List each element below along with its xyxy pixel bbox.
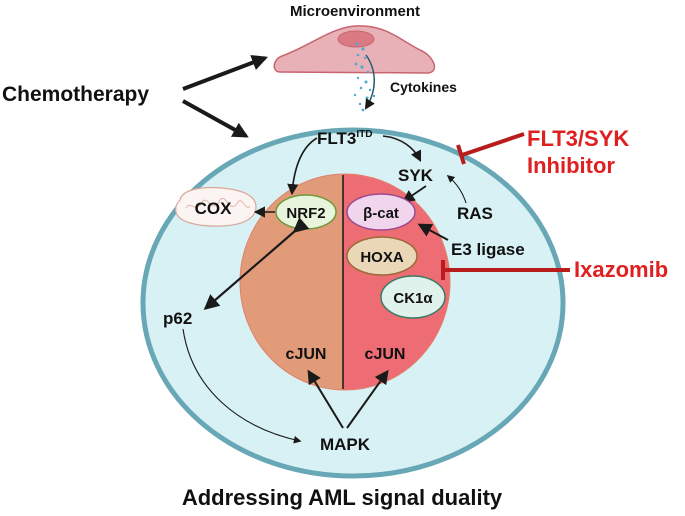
bcat-label: β-cat — [363, 205, 399, 222]
nrf2-label: NRF2 — [286, 205, 325, 222]
ras-label: RAS — [457, 204, 493, 223]
cjun-left-label: cJUN — [286, 346, 327, 363]
flt3-syk-inhibition-line — [461, 132, 525, 157]
nrf2-p62-bidirectional-arrow — [203, 217, 310, 311]
flt3-to-syk-arrow — [382, 135, 422, 163]
mapk-to-cjun-right-arrow — [346, 369, 389, 429]
chemotherapy-label: Chemotherapy — [2, 83, 149, 106]
mapk-label: MAPK — [320, 435, 371, 454]
flt3-syk-inhibitor-label-line1: FLT3/SYK — [527, 126, 629, 151]
e3-ligase-label: E3 ligase — [451, 240, 525, 259]
mapk-to-cjun-left-arrow — [307, 369, 344, 429]
syk-label: SYK — [398, 166, 434, 185]
chemo-to-microenvironment-arrow — [182, 55, 268, 91]
cox-label: COX — [195, 199, 233, 218]
e3-ligase-to-bcat-arrow — [417, 223, 449, 241]
p62-label: p62 — [163, 309, 192, 328]
cjun-right-label: cJUN — [365, 346, 406, 363]
ras-to-syk-arrow — [446, 174, 467, 204]
microenvironment-cell — [273, 25, 436, 74]
flt3-to-nrf2-arrow — [287, 137, 318, 196]
cytokines-label: Cytokines — [390, 79, 457, 95]
flt3-syk-inhibitor-label-line2: Inhibitor — [527, 153, 615, 178]
flt3-syk-inhibition-bar — [456, 144, 466, 165]
hoxa-label: HOXA — [360, 249, 404, 266]
flt3-label: FLT3ITD — [317, 129, 372, 148]
ixazomib-label: Ixazomib — [574, 257, 668, 282]
chemo-to-aml-cell-arrow — [182, 99, 249, 138]
ck1a-node — [380, 275, 446, 319]
bcat-node — [346, 193, 416, 231]
hoxa-node — [346, 236, 418, 276]
syk-to-bcat-arrow — [401, 185, 427, 203]
figure-title: Addressing AML signal duality — [182, 485, 503, 510]
ck1a-label: CK1α — [393, 290, 433, 307]
p62-to-mapk-arrow — [182, 328, 302, 444]
microenvironment-label: Microenvironment — [290, 3, 420, 20]
cytokine-arrow — [364, 54, 375, 110]
